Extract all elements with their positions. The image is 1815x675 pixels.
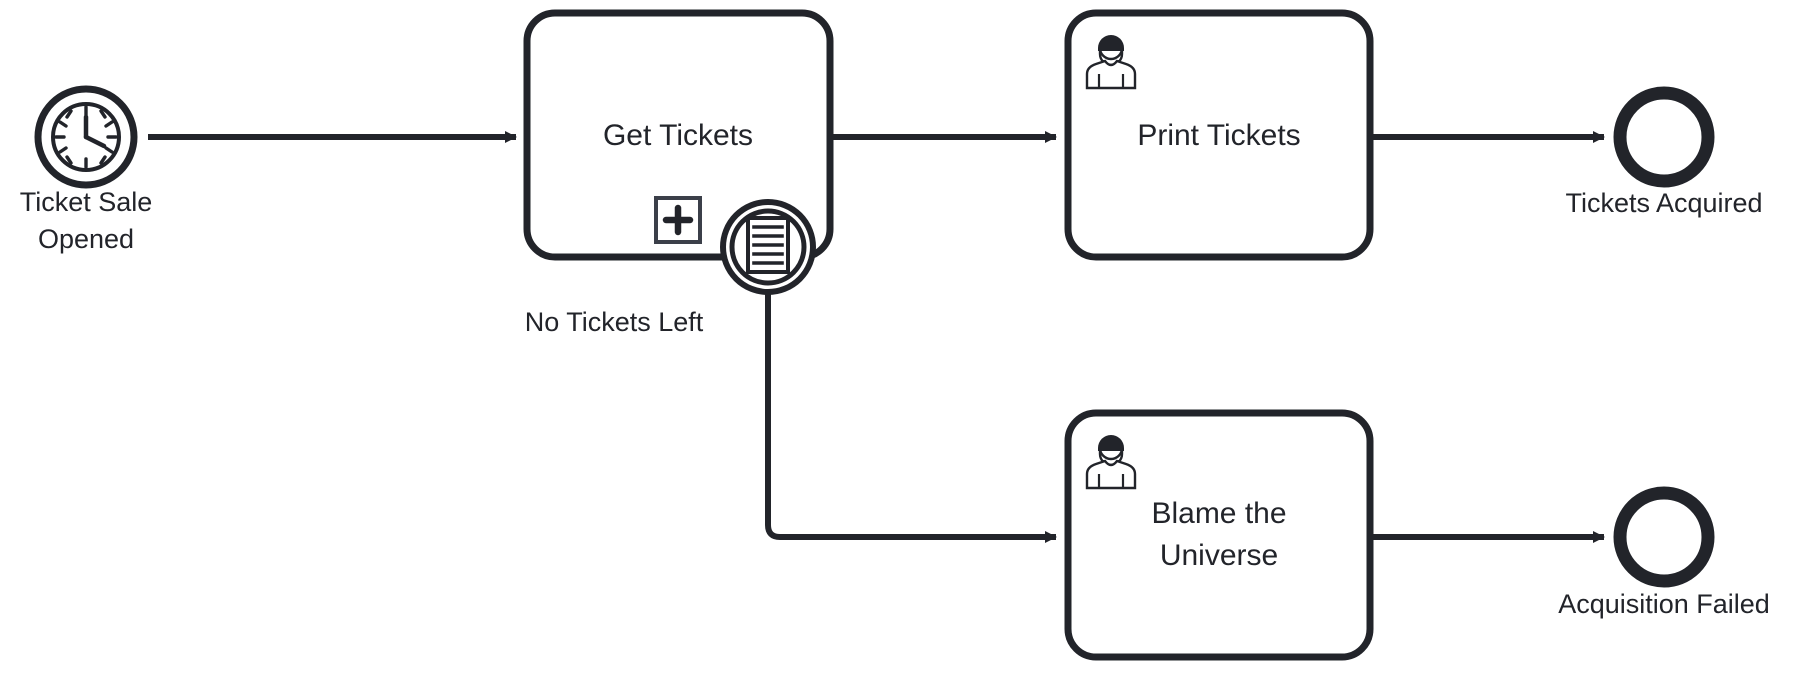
end-event-tickets-acquired[interactable]: Tickets Acquired <box>1565 86 1763 218</box>
end-event-acquisition-failed[interactable]: Acquisition Failed <box>1558 486 1770 619</box>
user-icon <box>1085 435 1137 490</box>
user-task-print-tickets[interactable]: Print Tickets <box>1064 9 1374 261</box>
clock-icon <box>51 102 121 172</box>
user-task-label-line2: Universe <box>1160 539 1278 572</box>
end-event-label: Tickets Acquired <box>1565 188 1762 218</box>
end-event-label: Acquisition Failed <box>1558 589 1770 619</box>
user-icon <box>1085 35 1137 90</box>
boundary-event-label: No Tickets Left <box>525 307 704 337</box>
plus-icon[interactable] <box>654 196 702 244</box>
user-task-blame-the-universe[interactable]: Blame the Universe <box>1064 409 1374 661</box>
subprocess-get-tickets[interactable]: Get Tickets <box>523 9 834 261</box>
user-task-label: Print Tickets <box>1137 119 1300 152</box>
subprocess-label: Get Tickets <box>603 119 753 152</box>
start-event-ticket-sale-opened[interactable]: Ticket Sale Opened <box>20 85 153 254</box>
sequence-flows <box>148 131 1605 543</box>
start-event-label-line2: Opened <box>38 224 134 254</box>
boundary-event-no-tickets-left[interactable]: No Tickets Left <box>525 199 816 337</box>
conditional-list-icon <box>746 216 790 274</box>
user-task-label-line1: Blame the <box>1151 497 1286 530</box>
flow-boundary-to-blame[interactable] <box>765 292 1057 543</box>
start-event-label-line1: Ticket Sale <box>20 187 153 217</box>
